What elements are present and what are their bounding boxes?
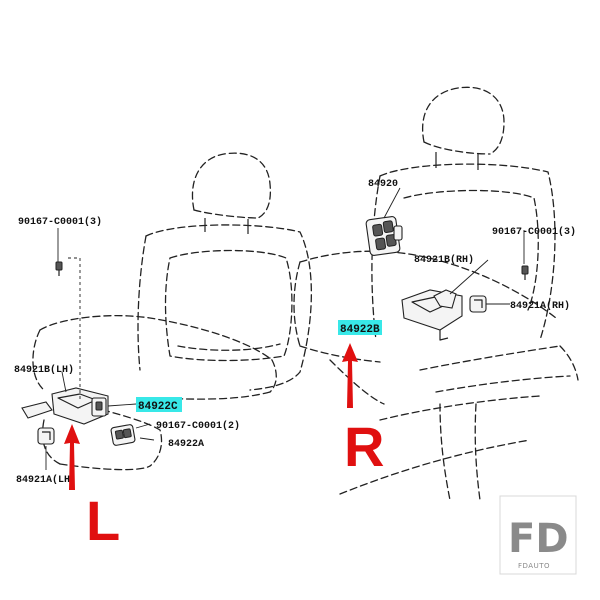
label-84921b-rh: 84921B(RH): [414, 254, 474, 266]
part-84922a-switch: [110, 424, 136, 446]
label-84921b-lh: 84921B(LH): [14, 364, 74, 376]
highlight-84922c: [136, 397, 182, 412]
right-arrow-icon: [342, 343, 358, 408]
label-84920: 84920: [368, 179, 398, 190]
left-side-marker: L: [64, 424, 120, 552]
logo-caption: FDAUTO: [518, 562, 550, 570]
part-84921a-lh-knob: [37, 427, 55, 445]
part-90167-bolt-left: [55, 261, 63, 276]
label-90167-top-left: 90167-C0001(3): [18, 216, 102, 228]
right-seat-outline: [293, 86, 579, 501]
part-84920-switch: [365, 216, 403, 256]
right-side-marker: R: [342, 343, 384, 478]
right-side-letter: R: [344, 415, 384, 478]
left-arrow-icon: [64, 424, 80, 490]
label-90167-top-right: 90167-C0001(3): [492, 226, 576, 238]
label-84922c: 84922C: [138, 401, 178, 413]
part-90167-bolt-right: [521, 265, 529, 280]
part-84921a-rh-knob: [469, 295, 487, 313]
highlight-84922b: [338, 320, 382, 335]
label-90167-mid: 90167-C0001(2): [156, 420, 240, 432]
label-84921a-rh: 84921A(RH): [510, 300, 570, 312]
label-84921a-lh: 84921A(LH): [16, 474, 76, 486]
logo-mark: FD: [508, 516, 569, 562]
label-84922a: 84922A: [168, 439, 204, 450]
left-side-letter: L: [86, 489, 120, 552]
part-labels: 90167-C0001(3) 84920 90167-C0001(3) 8492…: [14, 179, 576, 486]
fdauto-logo: FD FDAUTO: [499, 495, 577, 575]
label-84922b: 84922B: [340, 324, 380, 336]
leader-lines: [45, 187, 525, 470]
part-84921b-rh-bezel: [401, 289, 463, 341]
part-84922c-switch: [91, 397, 107, 417]
